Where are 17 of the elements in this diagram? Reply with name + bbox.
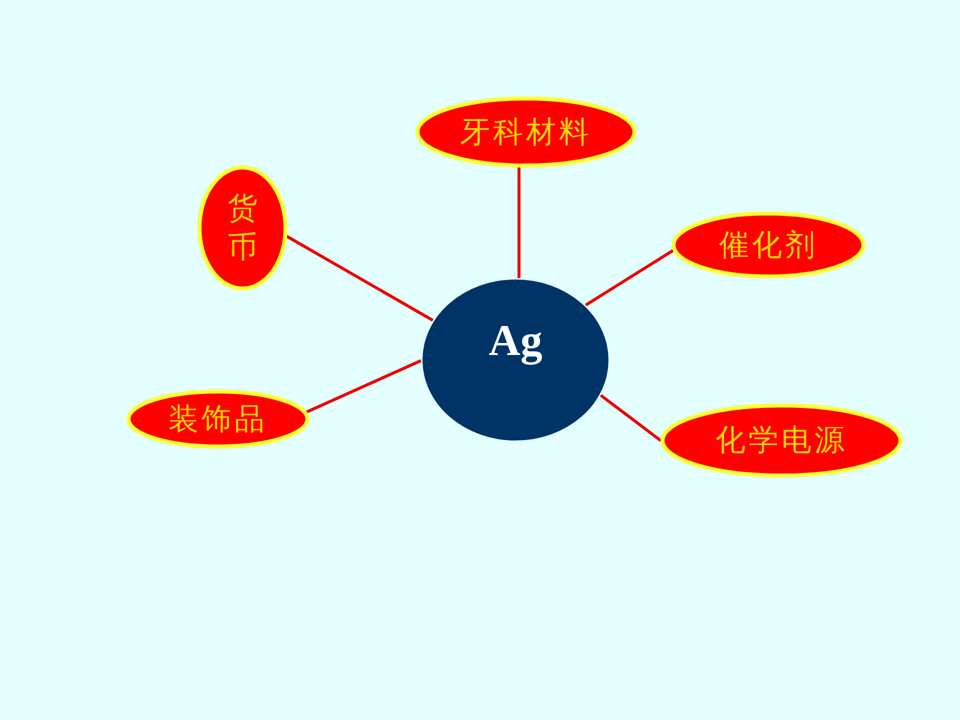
node-label: 催化剂 <box>719 228 818 262</box>
node-label: 牙科材料 <box>460 116 592 148</box>
node-label: 化学电源 <box>716 424 848 457</box>
oval-node <box>415 96 637 168</box>
connector-line <box>584 249 674 306</box>
oval-node <box>660 403 903 478</box>
node-label: 装饰品 <box>168 402 268 436</box>
oval-node <box>126 389 310 449</box>
node-label: Ag <box>488 316 542 366</box>
connector-line <box>600 394 662 442</box>
connector-line <box>286 234 434 322</box>
oval-node <box>197 165 288 291</box>
connector-line <box>306 359 422 414</box>
node-label: 货币 <box>228 191 258 266</box>
hub-ellipse <box>420 277 611 443</box>
oval-node <box>671 211 866 279</box>
connector-line <box>518 166 520 278</box>
